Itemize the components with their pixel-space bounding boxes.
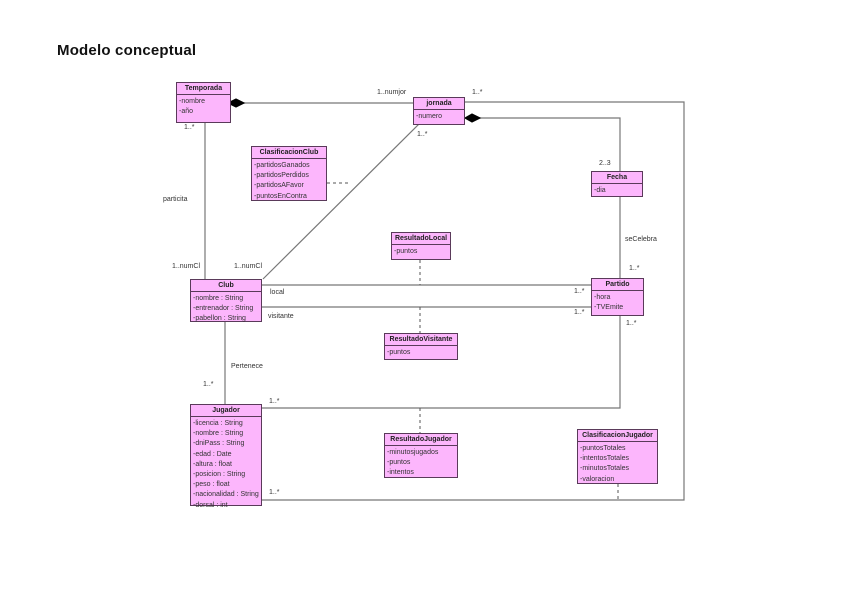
class-attribute: -nombre : String [193,430,244,438]
composition-diamond-jornada [463,113,482,123]
association-name-label: visitante [268,313,294,320]
class-fecha[interactable]: Fecha -dia [591,171,643,197]
class-attribute: -hora [594,294,611,301]
class-attribute: -posicion : String [193,471,246,479]
class-attribute: -edad : Date [193,450,232,458]
class-attribute: -dniPass : String [193,440,245,448]
class-attribute: -valoracion [580,475,615,483]
multiplicity-label: 1..* [472,89,483,96]
association-jornada-club [262,123,420,280]
class-attribute: -puntos [387,459,411,467]
class-attribute: -peso : float [193,481,230,489]
class-club[interactable]: Club -nombre : String -entrenador : Stri… [190,279,262,322]
class-jornada[interactable]: jornada -numero [413,97,465,125]
association-name-label: particita [163,196,188,203]
class-name: Temporada [177,83,230,95]
class-attribute: -nombre [179,98,206,105]
class-attribute: -minutosjugados [387,449,439,456]
multiplicity-label: 1..numCl [172,263,201,270]
class-attribute: -numero [416,113,443,120]
class-attribute: -año [179,108,194,116]
class-attribute: -licencia : String [193,420,243,427]
class-name: ResultadoVisitante [385,334,457,346]
class-name: ResultadoJugador [385,434,457,446]
class-name: ResultadoLocal [392,233,450,245]
class-name: Jugador [191,405,261,417]
association-partido-jugador [262,316,621,409]
multiplicity-label: 1..* [417,131,428,138]
class-resultadolocal[interactable]: ResultadoLocal -puntos [391,232,451,260]
class-attribute: -entrenador : String [193,305,254,313]
class-attribute: -nacionalidad : String [193,491,259,499]
association-name-label: local [270,289,285,296]
class-attribute: -intentosTotales [580,455,630,463]
class-attribute: -partidosPerdidos [254,172,309,180]
class-attribute: -TVEmite [594,304,624,312]
multiplicity-label: 1..* [574,288,585,295]
class-attribute: -puntos [387,349,411,356]
multiplicity-label: 1..numCl [234,263,263,270]
class-name: jornada [414,98,464,110]
class-attribute: -puntosEnContra [254,192,307,200]
class-clasificacionclub[interactable]: ClasificacionClub -partidosGanados -part… [251,146,327,201]
multiplicity-label: 1..* [269,489,280,496]
multiplicity-label: 1..* [626,320,637,327]
class-attribute: -pabellon : String [193,315,246,323]
class-attribute: -nombre : String [193,295,244,302]
class-name: ClasificacionJugador [578,430,657,442]
class-attribute: -minutosTotales [580,465,630,473]
multiplicity-label: 1..* [203,381,214,388]
multiplicity-label: 1..* [269,398,280,405]
association-name-label: Pertenece [231,363,263,370]
multiplicity-label: 1..* [629,265,640,272]
class-attribute: -partidosGanados [254,162,310,169]
class-attribute: -intentos [387,469,414,477]
association-jornada-jugador [262,101,685,501]
class-attribute: -puntos [394,248,418,255]
page-title: Modelo conceptual [57,42,197,59]
class-name: Club [191,280,261,292]
class-name: Partido [592,279,643,291]
multiplicity-label: 2..3 [599,160,611,167]
multiplicity-label: 1..numjor [377,89,407,96]
class-attribute: -altura : float [193,460,232,468]
class-attribute: -dia [594,187,606,194]
multiplicity-label: 1..* [184,124,195,131]
class-resultadovisitante[interactable]: ResultadoVisitante -puntos [384,333,458,360]
class-clasificacionjugador[interactable]: ClasificacionJugador -puntosTotales -int… [577,429,658,484]
association-name-label: seCelebra [625,236,657,243]
class-jugador[interactable]: Jugador -licencia : String -nombre : Str… [190,404,262,509]
class-name: Fecha [592,172,642,184]
class-attribute: -dorsal : int [193,501,228,509]
class-temporada[interactable]: Temporada -nombre -año [176,82,231,123]
class-resultadojugador[interactable]: ResultadoJugador -minutosjugados -puntos… [384,433,458,478]
multiplicity-label: 1..* [574,309,585,316]
class-partido[interactable]: Partido -hora -TVEmite [591,278,644,316]
class-attribute: -partidosAFavor [254,182,304,190]
association-jornada-fecha [478,117,621,171]
composition-diamond-temporada [226,98,246,108]
class-attribute: -puntosTotales [580,445,626,452]
class-name: ClasificacionClub [252,147,326,159]
